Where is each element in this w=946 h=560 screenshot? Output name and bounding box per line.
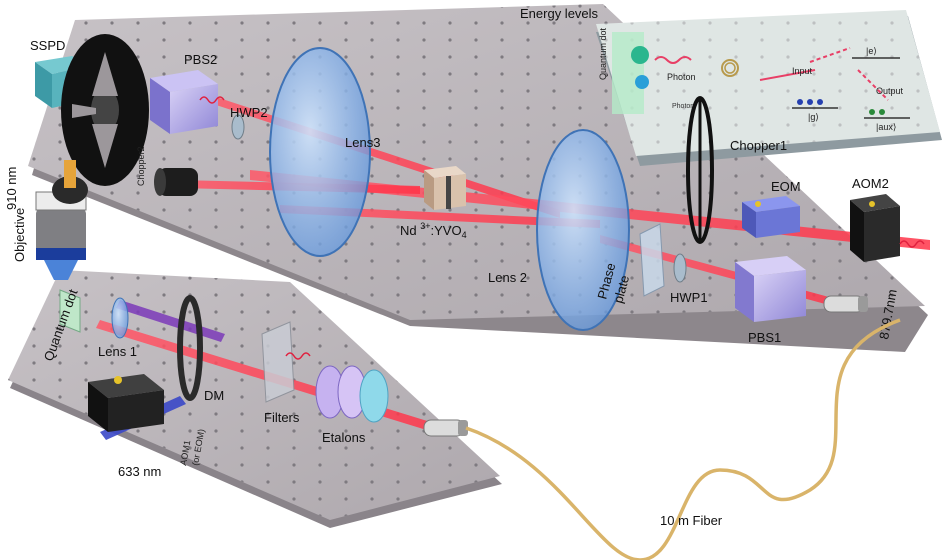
inset-photon-small-label: Photon <box>672 103 694 110</box>
pbs1-cube <box>735 256 806 322</box>
etalons <box>315 365 389 423</box>
hwp1-plate <box>673 253 687 283</box>
etalons-label: Etalons <box>322 430 366 445</box>
lens3 <box>269 47 371 257</box>
fiber-label: 10 m Fiber <box>660 513 723 528</box>
inset-state-g: |g⟩ <box>808 112 819 122</box>
inset-output-arrow <box>857 69 889 101</box>
incoming-photon-wave-icon <box>899 240 925 248</box>
lens2-label: Lens 2 <box>488 270 527 285</box>
dichroic-mirror <box>177 295 203 401</box>
energy-levels-inset: Quantum dot Photon Input Output |e⟩ |g⟩ … <box>596 10 942 166</box>
inset-photon-wave-icon <box>654 56 692 64</box>
aom1-label-line1: AOM1 <box>178 439 192 466</box>
objective-lens <box>35 191 87 280</box>
quantum-dot-sample <box>59 289 81 333</box>
nd-yvo4-prefix: Nd <box>400 223 420 238</box>
fiber-collimator-right <box>823 295 868 313</box>
lens1 <box>111 297 129 339</box>
filters-label: Filters <box>264 410 300 425</box>
pbs1-label: PBS1 <box>748 330 781 345</box>
mount-cylinder <box>154 168 198 196</box>
chopper2 <box>61 34 149 186</box>
inset-input-arrow <box>809 47 851 63</box>
inset-state-aux: |aux⟩ <box>876 122 896 132</box>
eom-label: EOM <box>771 179 801 194</box>
inset-photon-label: Photon <box>667 72 696 82</box>
dm-label: DM <box>204 388 224 403</box>
hwp2-plate <box>231 114 245 140</box>
inset-quantum-dot-label: Quantum dot <box>598 27 608 80</box>
nd-yvo4-mid: :YVO <box>431 223 462 238</box>
dot-lower-icon <box>635 75 649 89</box>
aom1-device <box>88 374 164 432</box>
photon-wave-icon <box>199 96 225 104</box>
wavelength-910-label: 910 nm <box>4 167 19 210</box>
sspd-label: SSPD <box>30 38 65 53</box>
phase-plate <box>639 223 665 297</box>
fiber-cable <box>465 318 901 560</box>
nd-yvo4-crystal <box>424 166 466 210</box>
lens1-label: Lens 1 <box>98 344 137 359</box>
quantum-dot-region <box>612 32 644 114</box>
filters-plate <box>261 321 295 403</box>
filtered-photon-wave-icon <box>285 352 311 360</box>
dot-upper-icon <box>631 46 649 64</box>
fiber-collimator-left <box>423 419 468 437</box>
aom2-device <box>850 194 900 262</box>
nd-yvo4-label: Nd 3+:YVO4 <box>400 221 467 240</box>
pbs2-label: PBS2 <box>184 52 217 67</box>
phase-plate-label-line2: plate <box>610 274 632 305</box>
aom2-label: AOM2 <box>852 176 889 191</box>
inset-input-label: Input <box>792 66 813 76</box>
hwp2-label: HWP2 <box>230 105 268 120</box>
eom-device <box>742 196 800 238</box>
lens3-label: Lens3 <box>345 135 380 150</box>
chopper1-label: Chopper1 <box>730 138 787 153</box>
nd-yvo4-sup: 3+ <box>420 221 430 231</box>
inset-state-e: |e⟩ <box>866 46 877 56</box>
chopper1 <box>686 96 714 244</box>
lens2 <box>536 129 630 331</box>
pbs2-cube <box>150 70 218 134</box>
nd-yvo4-sub: 4 <box>462 230 467 240</box>
inset-output-label: Output <box>876 86 904 96</box>
chopper2-label: Chopper2 <box>136 146 146 186</box>
fiber-coil-icon <box>721 59 739 77</box>
910nm-source <box>52 160 88 204</box>
wavelength-633-label: 633 nm <box>118 464 161 479</box>
objective-label: Objective <box>12 208 27 262</box>
hwp1-label: HWP1 <box>670 290 708 305</box>
energy-levels-title: Energy levels <box>520 6 599 21</box>
